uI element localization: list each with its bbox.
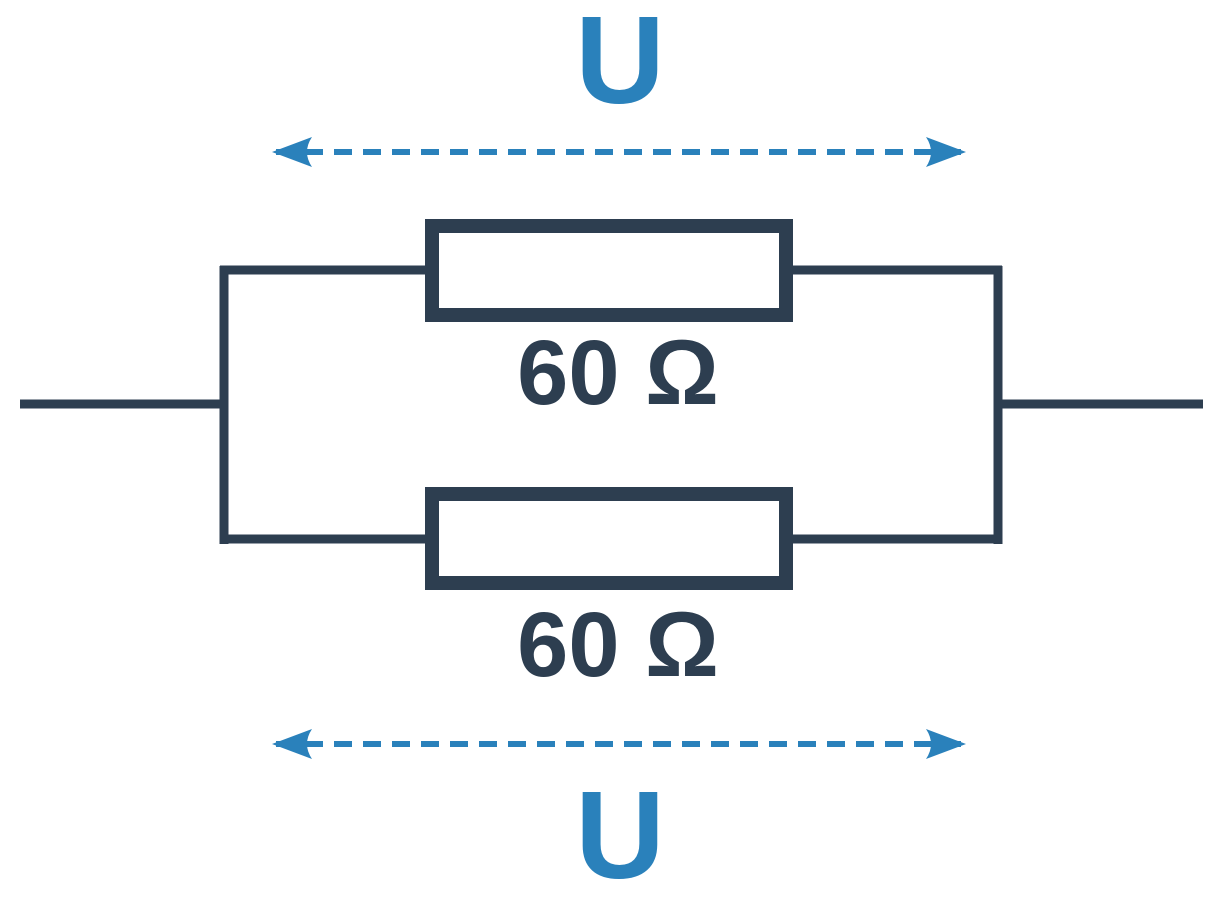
resistor-top: [425, 219, 793, 322]
resistor-label-top: 60 Ω: [517, 322, 719, 424]
resistor-label-bottom: 60 Ω: [517, 594, 719, 696]
voltage-label-top: U: [575, 0, 665, 130]
resistor-bottom: [425, 487, 793, 590]
voltage-label-bottom: U: [575, 767, 665, 903]
